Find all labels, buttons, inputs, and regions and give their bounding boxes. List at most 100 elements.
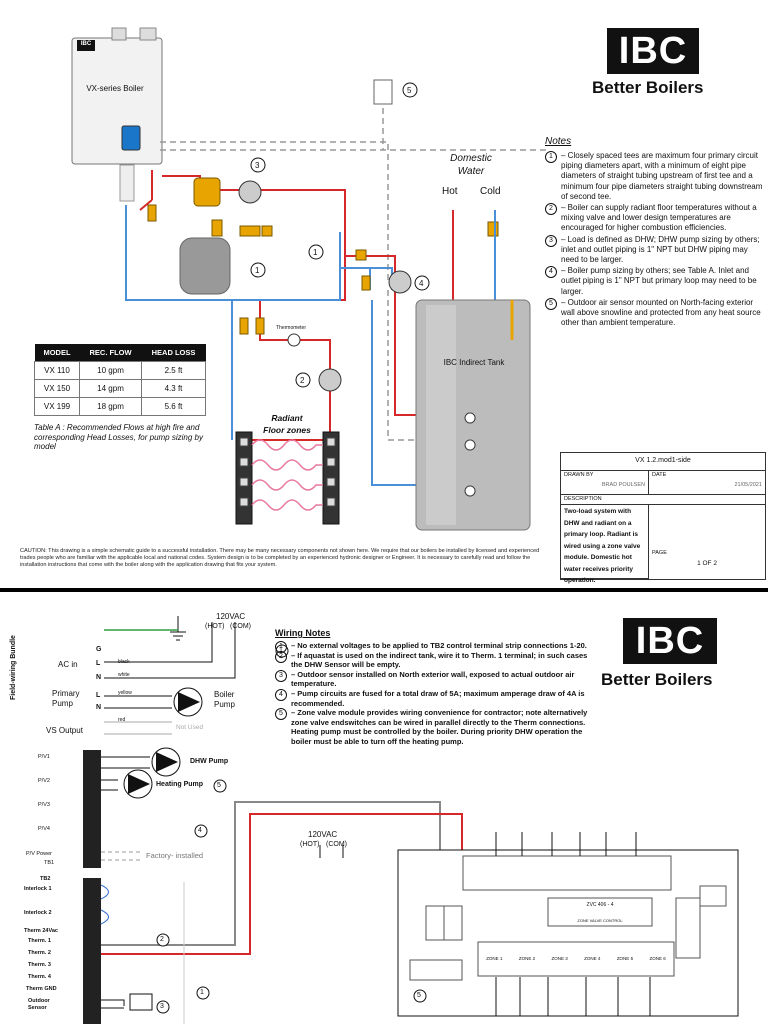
terminal-l2: L bbox=[96, 692, 101, 699]
wiring-note-item: 2– If aquastat is used on the indirect t… bbox=[275, 650, 600, 670]
note-item: 3– Load is defined as DHW; DHW pump sizi… bbox=[545, 234, 765, 266]
thermometer-label: Thermometer bbox=[276, 325, 307, 331]
callout-4 bbox=[250, 157, 266, 173]
tb2-block bbox=[83, 878, 101, 1024]
label-pv4: P/V4 bbox=[38, 826, 50, 832]
boiler-label: VX-series Boiler bbox=[86, 84, 144, 93]
label-therm-24vac: Therm 24Vac bbox=[24, 928, 58, 934]
zone-2-label: ZONE 2 bbox=[518, 956, 536, 961]
wire-callout-4-text: 4 bbox=[198, 827, 202, 834]
expansion-tank bbox=[179, 237, 231, 295]
domestic-water-label: Domestic Water bbox=[450, 153, 492, 177]
zone-1-label: ZONE 1 bbox=[486, 956, 503, 961]
radiant-label: Radiant Floor zones bbox=[263, 413, 311, 435]
thermometer-icon bbox=[287, 333, 301, 347]
module-title: ZVC 406 - 4 bbox=[586, 902, 614, 908]
note-item: 2– Boiler can supply radiant floor tempe… bbox=[545, 203, 765, 234]
callout-4-text: 3 bbox=[255, 161, 260, 170]
outdoor-sensor bbox=[373, 79, 393, 105]
boiler-badge: IBC bbox=[80, 41, 92, 47]
label-therm-4: Therm. 4 bbox=[28, 974, 51, 980]
dhw-pump-label: DHW Pump bbox=[190, 758, 229, 765]
page-number: 1 OF 2 bbox=[697, 560, 717, 567]
cold-label: Cold bbox=[480, 186, 501, 197]
drawn-by-label: DRAWN BY bbox=[564, 472, 594, 478]
wiring-note-item: 5– Zone valve module provides wiring con… bbox=[275, 708, 600, 746]
tagline-bottom: Better Boilers bbox=[601, 670, 713, 689]
boiler-display-icon bbox=[121, 125, 141, 151]
label-therm-gnd: Therm GND bbox=[26, 986, 57, 992]
wire-callout-1b bbox=[196, 986, 210, 1000]
date-value: 21/05/2021 bbox=[734, 482, 762, 488]
hot-label: Hot bbox=[442, 186, 458, 197]
terminal-g: G bbox=[96, 646, 102, 653]
zone-6-label: ZONE 6 bbox=[649, 956, 666, 961]
label-therm-1: Therm. 1 bbox=[28, 938, 51, 944]
voltage-label: 120VAC bbox=[216, 612, 246, 621]
terminal-l: L bbox=[96, 660, 101, 667]
page-label: PAGE bbox=[652, 550, 667, 556]
callout-1a bbox=[250, 262, 266, 278]
module-subtitle: ZONE VALVE CONTROL bbox=[577, 918, 623, 923]
ac-in-label: AC in bbox=[58, 660, 78, 669]
heating-pump-label: Heating Pump bbox=[156, 781, 204, 788]
label-therm-3: Therm. 3 bbox=[28, 962, 51, 968]
notes-panel: Notes 1– Closely spaced tees are maximum… bbox=[545, 136, 765, 329]
zone-5-label: ZONE 5 bbox=[616, 956, 634, 961]
table-header: MODEL bbox=[34, 344, 80, 362]
label-pv2: P/V2 bbox=[38, 778, 50, 784]
table-header: HEAD LOSS bbox=[141, 344, 206, 362]
ibc-logo-top: IBC bbox=[607, 28, 699, 74]
callout-1b-text: 1 bbox=[313, 248, 318, 257]
callout-5 bbox=[402, 82, 418, 98]
factory-installed-label: Factory- installed bbox=[146, 851, 204, 860]
callout-2-text: 2 bbox=[300, 376, 305, 385]
wire-white-label: white bbox=[118, 672, 130, 678]
note-item: 1– Closely spaced tees are maximum four … bbox=[545, 151, 765, 202]
com-label: (COM) bbox=[230, 623, 251, 630]
zone-labels: ZONE 1 ZONE 2 ZONE 3 ZONE 4 ZONE 5 ZONE … bbox=[478, 956, 674, 961]
ibc-logo-bottom: IBC bbox=[623, 618, 717, 664]
table-header: REC. FLOW bbox=[79, 344, 142, 362]
hot-label: (HOT) bbox=[205, 623, 225, 630]
terminal-n: N bbox=[96, 674, 102, 681]
tagline-top: Better Boilers bbox=[592, 78, 704, 97]
notes-title: Notes bbox=[545, 136, 572, 147]
date-label: DATE bbox=[652, 472, 667, 478]
wire-callout-5b bbox=[413, 989, 427, 1003]
wire-black-label: black bbox=[118, 659, 130, 665]
drawn-by: BRAD POULSEN bbox=[601, 482, 645, 488]
wire-callout-1-text: 1 bbox=[279, 647, 283, 654]
label-interlock-1: Interlock 1 bbox=[24, 886, 52, 892]
caution-text: CAUTION: This drawing is a simple schema… bbox=[20, 548, 540, 568]
label-therm-2: Therm. 2 bbox=[28, 950, 51, 956]
callout-2 bbox=[295, 372, 311, 388]
description-label: DESCRIPTION bbox=[561, 495, 765, 505]
callout-1a-text: 1 bbox=[255, 266, 260, 275]
primary-pump-label: Primary Pump bbox=[52, 689, 80, 708]
wiring-note-item: 1– No external voltages to be applied to… bbox=[275, 641, 600, 653]
label-tb1: TB1 bbox=[44, 860, 55, 866]
wire-callout-1b-text: 1 bbox=[200, 989, 204, 996]
drawing-title: VX 1.2.mod1-side bbox=[561, 453, 765, 471]
callout-1b bbox=[308, 244, 324, 260]
callout-3-text: 4 bbox=[419, 279, 424, 288]
label-pv3: P/V3 bbox=[38, 802, 50, 808]
field-wiring-label: Field-wiring Bundle bbox=[10, 635, 17, 700]
wiring-note-item: 3– Outdoor sensor installed on North ext… bbox=[275, 669, 600, 689]
callout-5-text: 5 bbox=[407, 86, 412, 95]
module-hot: (HOT) bbox=[300, 841, 320, 848]
wire-callout-5-text: 5 bbox=[217, 782, 221, 789]
boiler-pump-label: Boiler Pump bbox=[214, 690, 235, 709]
wiring-diagram bbox=[83, 616, 739, 1024]
label-pv1: P/V1 bbox=[38, 754, 50, 760]
wire-callout-3-text: 3 bbox=[160, 1003, 164, 1010]
note-item: 4– Boiler pump sizing by others; see Tab… bbox=[545, 266, 765, 297]
vs-output-label: VS Output bbox=[46, 726, 83, 735]
zone-4-label: ZONE 4 bbox=[584, 956, 601, 961]
wiring-notes-panel: Wiring Notes 1– No external voltages to … bbox=[275, 628, 600, 747]
title-block: VX 1.2.mod1-side DRAWN BY BRAD POULSEN D… bbox=[560, 452, 766, 584]
